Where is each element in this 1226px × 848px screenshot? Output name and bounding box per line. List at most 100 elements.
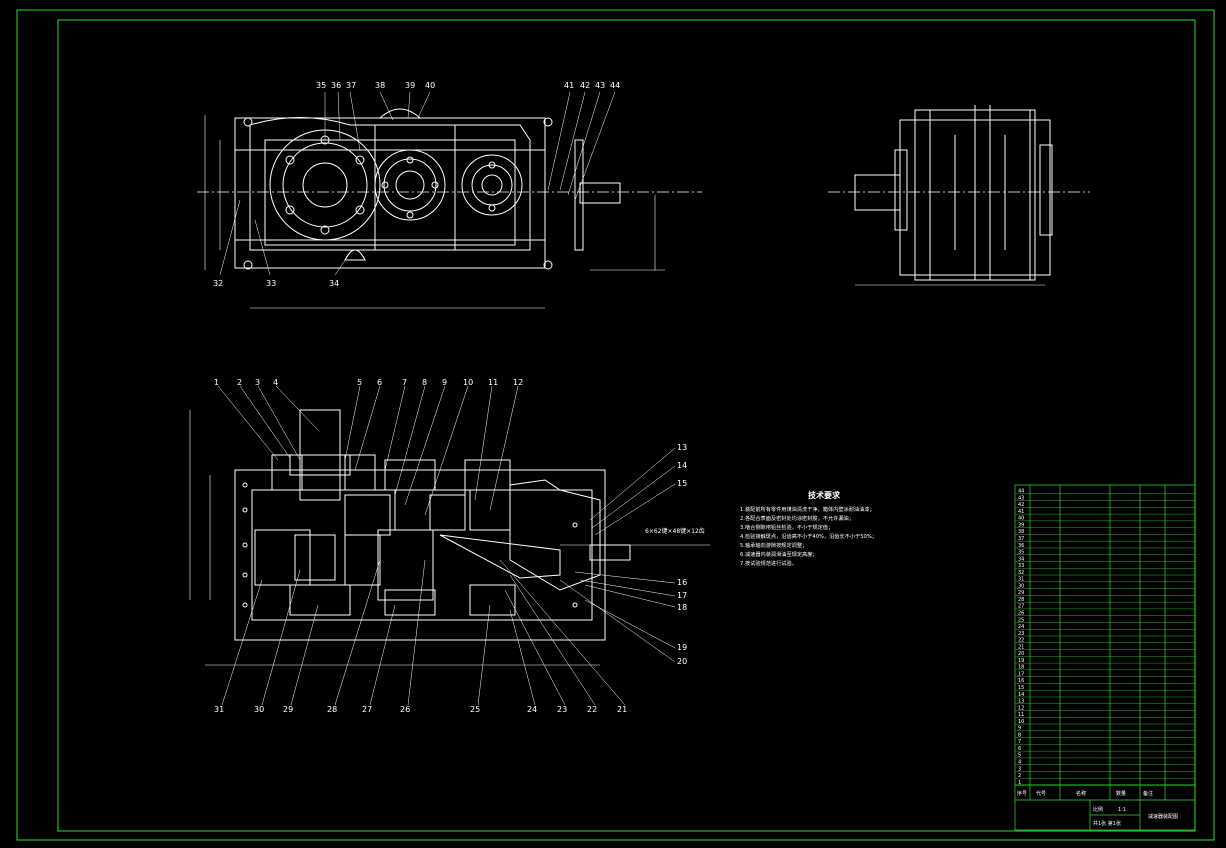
balloon: 43 [595, 81, 605, 90]
bom-row-number: 13 [1018, 699, 1024, 705]
spline-callout: 6×62键×48键×12齿 [645, 527, 705, 535]
balloon: 37 [346, 81, 356, 90]
front-view-balloons-bottom: 32 33 34 [213, 279, 339, 288]
bom-row-number: 28 [1018, 597, 1024, 603]
balloon: 24 [527, 705, 537, 714]
bom-row-number: 15 [1018, 685, 1024, 691]
scale-label: 比例 [1093, 806, 1103, 813]
bom-header-note: 备注 [1143, 790, 1153, 797]
bom-row-number: 24 [1018, 624, 1024, 630]
balloon: 27 [362, 705, 372, 714]
bom-row-number: 12 [1018, 705, 1024, 711]
balloon: 42 [580, 81, 590, 90]
bom-row-number: 25 [1018, 617, 1024, 623]
bom-row-number: 33 [1018, 563, 1024, 569]
balloon: 39 [405, 81, 415, 90]
bom-row-number: 6 [1018, 746, 1021, 752]
title-block [1014, 784, 1196, 831]
tech-requirements: 技术要求 1.装配前所有零件用煤油清洗干净，箱体内壁涂耐油油漆； 2.各配合表面… [740, 490, 877, 567]
outer-frame [16, 9, 1215, 841]
bom-row-number: 8 [1018, 732, 1021, 738]
bom-row-number: 34 [1018, 556, 1024, 562]
bom-row-number: 27 [1018, 604, 1024, 610]
bom-row-number: 14 [1018, 692, 1024, 698]
balloon: 15 [677, 479, 687, 488]
balloon: 25 [470, 705, 480, 714]
balloon: 16 [677, 578, 687, 587]
bom-row-number: 21 [1018, 644, 1024, 650]
sheet-info: 共1张 第1张 [1093, 820, 1121, 827]
bom-row-number: 41 [1018, 509, 1024, 515]
bom-row-number: 9 [1018, 726, 1021, 732]
balloon: 36 [331, 81, 341, 90]
bom-row-number: 16 [1018, 678, 1024, 684]
balloon: 21 [617, 705, 627, 714]
bom-row-number: 17 [1018, 671, 1024, 677]
bom-header-name: 名称 [1076, 790, 1086, 797]
bom-row-number: 37 [1018, 536, 1024, 542]
tech-requirement-line: 1.装配前所有零件用煤油清洗干净，箱体内壁涂耐油油漆； [740, 505, 875, 513]
bom-header-qty: 数量 [1116, 790, 1126, 797]
tech-requirement-line: 7.按试验规范进行试验。 [740, 559, 797, 567]
bom-row-number: 31 [1018, 577, 1024, 583]
balloon: 35 [316, 81, 326, 90]
balloon: 33 [266, 279, 276, 288]
balloon: 2 [237, 378, 242, 387]
tech-requirement-line: 6.减速器内装润滑油至规定高度； [740, 550, 818, 558]
balloon: 12 [513, 378, 523, 387]
bom-row-number: 30 [1018, 583, 1024, 589]
bom-row-number: 36 [1018, 543, 1024, 549]
balloon: 14 [677, 461, 687, 470]
section-view-balloons-right: 13 14 15 16 17 18 19 20 [677, 443, 687, 666]
bom-row-number: 1 [1018, 780, 1021, 786]
balloon: 29 [283, 705, 293, 714]
bom-row-number: 10 [1018, 719, 1024, 725]
balloon: 8 [422, 378, 427, 387]
bom-row-number: 19 [1018, 658, 1024, 664]
side-view [828, 105, 1090, 286]
balloon: 34 [329, 279, 339, 288]
bom-row-number: 20 [1018, 651, 1024, 657]
section-view-balloons-top: 1 2 3 4 5 6 7 8 9 10 11 12 [214, 378, 523, 387]
balloon: 28 [327, 705, 337, 714]
section-view-balloons-bottom: 31 30 29 28 27 26 25 24 23 22 21 [214, 705, 627, 714]
section-view [189, 385, 710, 706]
tech-requirement-line: 2.各配合表面及密封处均涂密封胶，不允许漏油； [740, 514, 854, 522]
balloon: 18 [677, 603, 687, 612]
balloon: 7 [402, 378, 407, 387]
balloon: 41 [564, 81, 574, 90]
bom-row-number: 5 [1018, 753, 1021, 759]
front-view [197, 91, 702, 309]
bill-of-materials [1014, 484, 1196, 800]
bom-row-number: 23 [1018, 631, 1024, 637]
balloon: 10 [463, 378, 473, 387]
tech-requirement-line: 3.啮合侧隙用铅丝检验，不小于规定值； [740, 523, 833, 531]
bom-row-number: 39 [1018, 522, 1024, 528]
balloon: 40 [425, 81, 435, 90]
balloon: 26 [400, 705, 410, 714]
bom-row-number: 22 [1018, 638, 1024, 644]
balloon: 17 [677, 591, 687, 600]
bom-row-number: 26 [1018, 610, 1024, 616]
balloon: 5 [357, 378, 362, 387]
bom-row-number: 44 [1018, 489, 1024, 495]
balloon: 11 [488, 378, 498, 387]
balloon: 9 [442, 378, 447, 387]
balloon: 1 [214, 378, 219, 387]
bom-header: 序号 代号 名称 数量 备注 [1017, 790, 1153, 797]
balloon: 38 [375, 81, 385, 90]
bom-row-number: 18 [1018, 665, 1024, 671]
bom-row-number: 40 [1018, 516, 1024, 522]
balloon: 31 [214, 705, 224, 714]
bom-row-number: 3 [1018, 766, 1021, 772]
balloon: 30 [254, 705, 264, 714]
balloon: 13 [677, 443, 687, 452]
front-view-balloons-top: 35 36 37 38 39 40 41 42 43 44 [316, 81, 620, 90]
bom-row-number: 38 [1018, 529, 1024, 535]
balloon: 20 [677, 657, 687, 666]
bom-row-number: 29 [1018, 590, 1024, 596]
balloon: 6 [377, 378, 382, 387]
bom-row-number: 32 [1018, 570, 1024, 576]
tech-requirements-title: 技术要求 [808, 490, 841, 500]
